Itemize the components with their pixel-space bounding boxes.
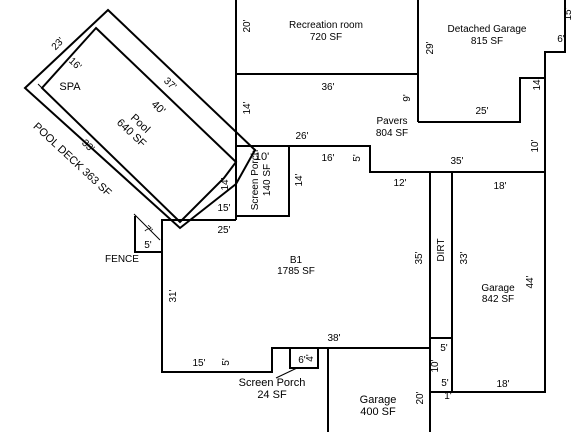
pool-label-group: Pool 640 SF [114,112,152,150]
dim-det-left: 29' [425,41,436,54]
dim-pav-step-top: 16' [321,153,334,164]
pavers-area: 804 SF [376,128,408,139]
dim-gr-right: 44' [525,275,536,288]
dim-sp-left: 14' [220,177,231,190]
dim-gr-top: 18' [493,181,506,192]
dim-gr-step-small: 1' [444,391,452,402]
dim-fence-w: 5' [144,240,152,251]
dimension-labels: 20' 36' 9' 29' 15' 6' 14' 25' 10' 35' 14… [50,7,574,404]
dim-b1-top-left: 25' [217,225,230,236]
garage-bottom-area: 400 SF [360,406,396,418]
dim-pool-short: 40' [149,99,168,118]
dim-pav-left: 14' [242,101,253,114]
screen-porch-lower-label: Screen Porch [239,377,306,389]
dim-gr-bottom: 18' [496,379,509,390]
dim-det-right-top: 15' [563,7,574,20]
dim-spl-w: 6' [298,355,306,366]
screen-porch-upper-area: 140 SF [262,164,273,196]
dim-b1-bottom-left: 15' [192,358,205,369]
dim-rec-left: 20' [242,19,253,32]
dim-b1-right: 35' [414,251,425,264]
pool-deck-group: POOL DECK 363 SF [31,121,114,200]
fence-label: FENCE [105,254,139,265]
garage-bottom-label: Garage [360,394,397,406]
dim-rec-bottom: 36' [321,82,334,93]
spa-label: SPA [59,81,81,93]
dim-gr-left: 33' [459,251,470,264]
b1-label: B1 [290,255,303,266]
dim-det-bottom: 25' [475,106,488,117]
b1-area: 1785 SF [277,266,315,277]
garage-right-label: Garage [481,283,515,294]
dim-gr-step-h: 5' [441,378,449,389]
screen-porch-lower-area: 24 SF [257,389,287,401]
dim-sp-bottom: 15' [217,203,230,214]
dim-pav-step-v: 5' [352,154,363,162]
dim-gr-step-v: 10' [430,359,441,372]
dim-fence-h: 7' [141,224,154,237]
recreation-room-area: 720 SF [310,32,342,43]
recreation-room-label: Recreation room [289,20,363,31]
dim-gb-left: 20' [415,391,426,404]
pavers-label: Pavers [376,116,407,127]
plan-lines [23,0,566,432]
garage-right-area: 842 SF [482,294,514,305]
dim-b1-left: 31' [168,289,179,302]
dirt-group: DIRT [436,238,447,261]
screen-porch-upper-label: Screen Porch [250,150,261,211]
dim-b1-top-right: 12' [393,178,406,189]
pool-deck-label: POOL DECK 363 SF [31,121,114,200]
dim-pav-bottom: 35' [450,156,463,167]
detached-garage-area: 815 SF [471,36,503,47]
dim-sp-top: 10' [255,151,269,163]
dim-dirt-bottom: 5' [440,343,448,354]
dim-pav-top-left: 26' [295,131,308,142]
screen-porch-upper-group: Screen Porch 140 SF [250,150,273,211]
dim-det-right-mid: 6' [557,34,565,45]
dim-pool-long: 37' [161,76,178,93]
detached-garage-label: Detached Garage [448,24,527,35]
dim-sp-right: 14' [294,173,305,186]
dim-b1-bottom: 38' [327,333,340,344]
dim-b1-bottom-v: 5' [221,358,232,366]
dirt-label: DIRT [436,238,447,261]
dim-pav-right: 10' [530,139,541,152]
dim-rec-right: 9' [402,94,413,102]
dim-det-right-low: 14' [532,77,543,90]
dim-spl-h: 4' [305,354,316,362]
